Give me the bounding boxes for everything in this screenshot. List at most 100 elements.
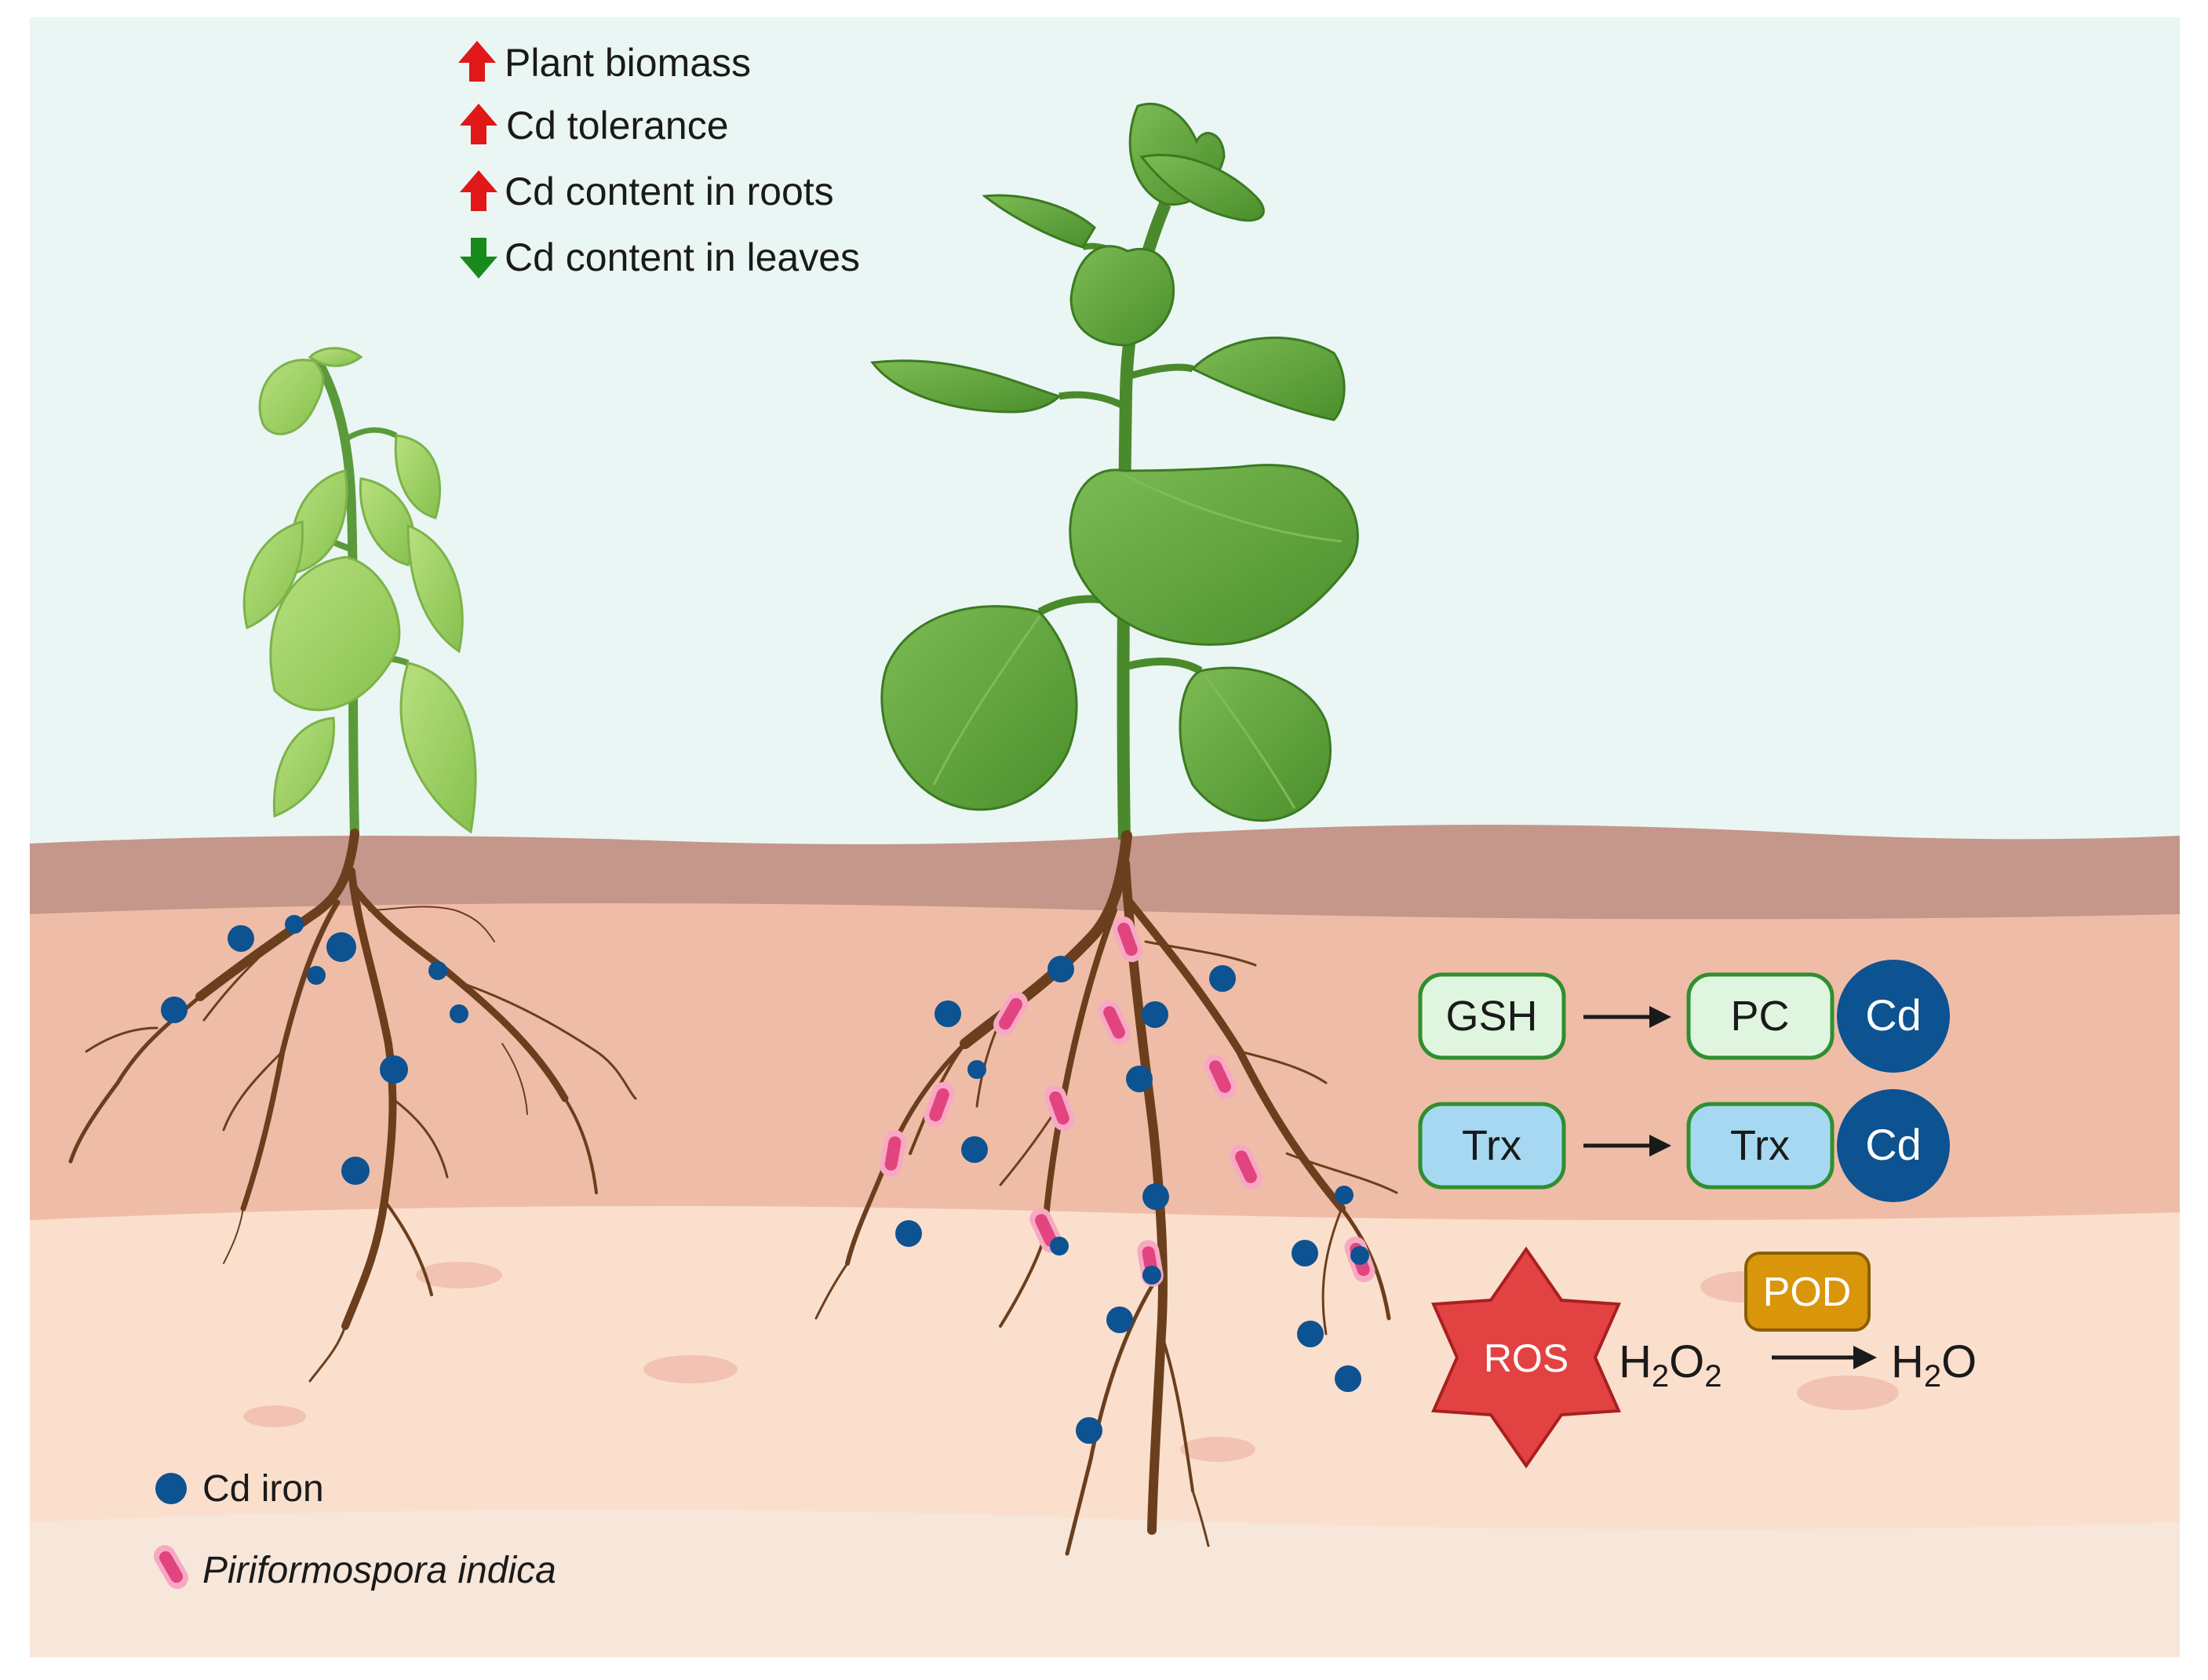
- trx-label: Trx: [1462, 1122, 1521, 1169]
- cd-ion: [1142, 1001, 1168, 1028]
- trx-box: [1418, 1102, 1566, 1190]
- arrow-head-icon: [1649, 1135, 1671, 1157]
- ros-label: ROS: [1484, 1336, 1569, 1380]
- fungus-legend-icon: [154, 1545, 188, 1589]
- cd-ion: [1350, 1246, 1369, 1265]
- cd-label: Cd: [1865, 1120, 1922, 1169]
- soil-layer-3: [30, 1190, 2180, 1529]
- ros-star-icon: [1431, 1246, 1621, 1469]
- leaf: [359, 477, 415, 567]
- leaf-vein: [1203, 674, 1296, 809]
- plant-stem: [313, 359, 359, 836]
- leaf: [870, 359, 1062, 414]
- root: [1339, 1206, 1391, 1321]
- cd-ion: [1050, 1237, 1069, 1255]
- soil-pebble: [643, 1355, 738, 1383]
- stressed-plant: [242, 347, 477, 836]
- root: [222, 1050, 284, 1132]
- arrow-head-icon: [1649, 1006, 1671, 1028]
- fungus-cell: [924, 1081, 955, 1128]
- up-arrow-icon: [458, 41, 496, 82]
- leaf: [1190, 336, 1346, 421]
- cd-ion: [1142, 1266, 1161, 1285]
- leaf: [1139, 153, 1265, 222]
- pc-label: PC: [1730, 993, 1789, 1040]
- effect-item: Cd content in leaves: [460, 235, 860, 279]
- root: [999, 1238, 1045, 1328]
- fungus-cell: [1112, 916, 1143, 963]
- trx-bound-box: [1686, 1102, 1835, 1190]
- fungus-cell: [1230, 1144, 1262, 1190]
- plant-stem: [1126, 363, 1194, 381]
- root: [202, 948, 268, 1022]
- leaf: [394, 434, 442, 519]
- plant-stem: [1058, 391, 1130, 411]
- cd-ion: [961, 1136, 988, 1163]
- root: [391, 1097, 449, 1179]
- ros-detox: ROS POD H2O2 H2O: [1431, 1246, 1977, 1469]
- pc-box: [1686, 972, 1835, 1060]
- root: [1160, 1332, 1194, 1492]
- root: [1191, 1489, 1210, 1547]
- cd-ion: [1335, 1186, 1354, 1204]
- trx-bound-label: Trx: [1730, 1122, 1790, 1169]
- pod-box: [1744, 1252, 1871, 1332]
- cd-ion: [967, 1060, 986, 1079]
- soil-layer-4: [30, 1493, 2180, 1657]
- up-arrow-icon: [460, 104, 497, 144]
- root: [341, 867, 397, 1330]
- up-arrow-icon: [460, 170, 497, 211]
- cd-circle: [1837, 960, 1950, 1073]
- cd-ion: [1106, 1306, 1133, 1333]
- root: [383, 1199, 433, 1296]
- down-arrow-icon: [460, 238, 497, 279]
- cd-ion: [285, 915, 304, 934]
- effect-item: Cd content in roots: [460, 169, 834, 213]
- leaf: [242, 520, 304, 630]
- background: [30, 17, 2180, 1657]
- leaf: [1069, 245, 1175, 347]
- cd-ion-legend-icon: [155, 1473, 187, 1504]
- leaf: [982, 194, 1096, 249]
- cd-ion: [1335, 1365, 1361, 1392]
- cd-ion: [380, 1055, 408, 1084]
- cd-ion: [341, 1157, 370, 1185]
- root: [1238, 1050, 1328, 1084]
- h2o2-formula: H2O2: [1619, 1336, 1722, 1394]
- legend-label-cd: Cd iron: [202, 1468, 324, 1510]
- root: [1321, 1207, 1343, 1336]
- root: [454, 979, 637, 1100]
- pathway-gsh-pc: GSH PC Cd: [1418, 960, 1950, 1073]
- fungus-cell: [880, 1130, 906, 1177]
- leaf: [406, 523, 464, 654]
- cd-ion: [895, 1220, 922, 1247]
- plant-stem: [1123, 658, 1203, 675]
- root: [1144, 940, 1257, 967]
- root: [195, 829, 359, 1001]
- leaf: [1069, 464, 1359, 646]
- root: [308, 1325, 347, 1383]
- root: [1120, 858, 1168, 1535]
- cd-ion: [1209, 965, 1236, 992]
- soil-pebble: [416, 1262, 502, 1288]
- cd-label: Cd: [1865, 990, 1922, 1040]
- effect-label: Cd content in leaves: [505, 235, 860, 279]
- cd-ion: [1142, 1183, 1169, 1210]
- fungus-cell: [1098, 1000, 1131, 1045]
- root: [563, 1097, 598, 1194]
- root: [1285, 1152, 1398, 1194]
- leaf-vein: [932, 615, 1041, 785]
- fungus-cell: [1044, 1084, 1075, 1132]
- legend: Cd iron Piriformospora indica: [154, 1468, 556, 1591]
- effect-item: Plant biomass: [458, 41, 751, 85]
- leaf: [258, 359, 325, 435]
- arrow-head-icon: [1853, 1346, 1877, 1369]
- cd-ion: [1292, 1240, 1318, 1266]
- gsh-box: [1418, 972, 1566, 1060]
- effect-label: Cd content in roots: [505, 169, 834, 213]
- soil-layer-1: [30, 825, 2180, 920]
- legend-label-fungus: Piriformospora indica: [202, 1550, 556, 1591]
- leaf: [272, 716, 336, 818]
- cd-ion: [1126, 1066, 1153, 1092]
